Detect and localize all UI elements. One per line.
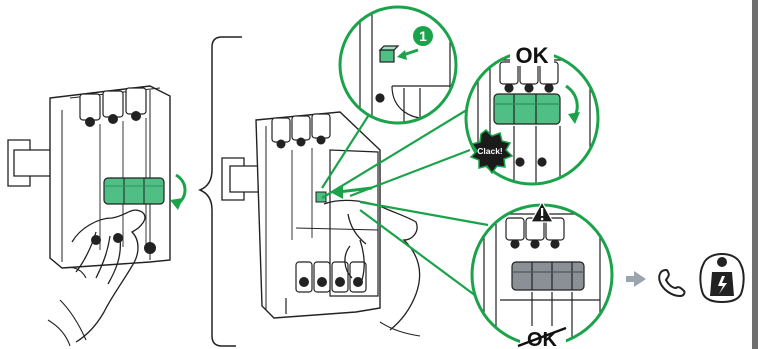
ok-label: OK [516, 43, 549, 68]
left-breaker-illustration [7, 85, 187, 347]
qualified-electrician-icon [699, 252, 745, 304]
step-number: 1 [419, 28, 427, 44]
callout-not-ok [470, 203, 614, 348]
clack-label: Clack! [477, 146, 503, 156]
callout-step-1 [338, 5, 458, 125]
page-edge-bar [752, 0, 758, 349]
middle-breaker-illustration [221, 107, 489, 337]
callout-ok [464, 40, 600, 186]
clack-burst [469, 128, 514, 175]
warning-triangle-icon [529, 200, 555, 223]
phone-icon [658, 268, 686, 298]
not-ok-strike [517, 326, 567, 348]
arrow-right-icon [626, 271, 646, 287]
step-number-badge [413, 26, 433, 46]
grouping-bracket [198, 36, 242, 347]
